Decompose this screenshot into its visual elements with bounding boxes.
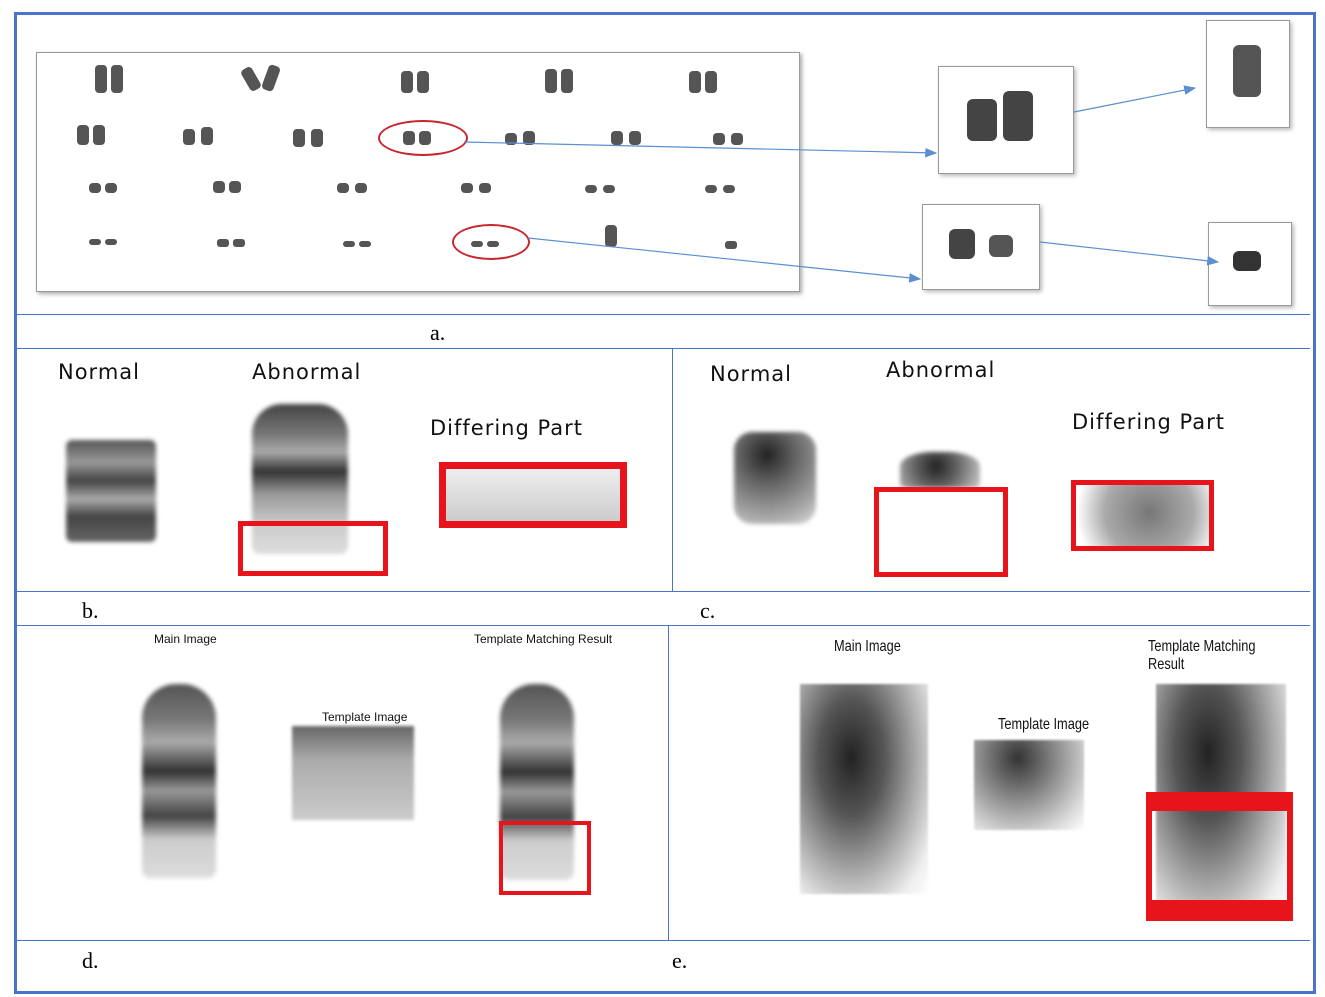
divider — [17, 940, 1310, 941]
karyotype-image — [36, 52, 800, 292]
abnormal-region-box-c — [874, 487, 1008, 577]
differing-part-box-c — [1071, 480, 1214, 551]
highlight-circle — [378, 120, 468, 156]
main-image-e — [800, 684, 928, 894]
highlight-circle — [452, 224, 530, 260]
match-box-left-e — [1146, 792, 1152, 921]
divider — [672, 348, 673, 591]
zoom-single-small — [1208, 222, 1292, 306]
template-image-d — [292, 726, 414, 820]
abnormal-label-b: Abnormal — [252, 360, 362, 384]
karyotype-chromosomes — [77, 64, 743, 249]
template-image-label-d: Template Image — [322, 710, 408, 724]
abnormal-chromosome-c — [900, 452, 980, 488]
match-box-top-e — [1146, 792, 1293, 811]
divider — [17, 348, 1310, 349]
abnormal-region-box-b — [238, 521, 388, 576]
main-image-label-e: Main Image — [834, 638, 901, 655]
zoom-pair-large — [938, 66, 1074, 174]
divider — [17, 625, 1310, 626]
main-image-d — [142, 684, 216, 878]
divider — [668, 625, 669, 940]
result-label-d: Template Matching Result — [474, 632, 613, 646]
normal-label-b: Normal — [58, 360, 140, 384]
panel-label-a: a. — [430, 320, 446, 345]
panel-label-b: b. — [82, 598, 99, 623]
match-box-right-e — [1287, 792, 1293, 921]
abnormal-label-c: Abnormal — [886, 358, 996, 382]
zoom-pair-small — [922, 204, 1040, 290]
figure-frame — [14, 12, 1316, 994]
differing-label-c: Differing Part — [1072, 410, 1225, 434]
main-image-label-d: Main Image — [154, 632, 217, 646]
panel-label-d: d. — [82, 948, 99, 973]
normal-label-c: Normal — [710, 362, 792, 386]
abnormal-chromosome-b — [252, 404, 348, 554]
match-box-bottom-e — [1146, 900, 1293, 921]
template-image-label-e: Template Image — [998, 716, 1090, 733]
result-label-e: Template Matching Result — [1148, 638, 1256, 673]
zoom-single-large — [1206, 20, 1290, 128]
template-image-e — [974, 740, 1084, 830]
divider — [17, 591, 1310, 592]
normal-chromosome-b — [66, 440, 156, 542]
differing-label-b: Differing Part — [430, 416, 583, 440]
divider — [17, 314, 1310, 315]
match-box-d — [499, 821, 591, 895]
normal-chromosome-c — [734, 432, 816, 524]
panel-label-c: c. — [700, 598, 716, 623]
differing-part-box-b — [439, 462, 627, 528]
result-image-d — [500, 684, 574, 880]
panel-label-e: e. — [672, 948, 688, 973]
